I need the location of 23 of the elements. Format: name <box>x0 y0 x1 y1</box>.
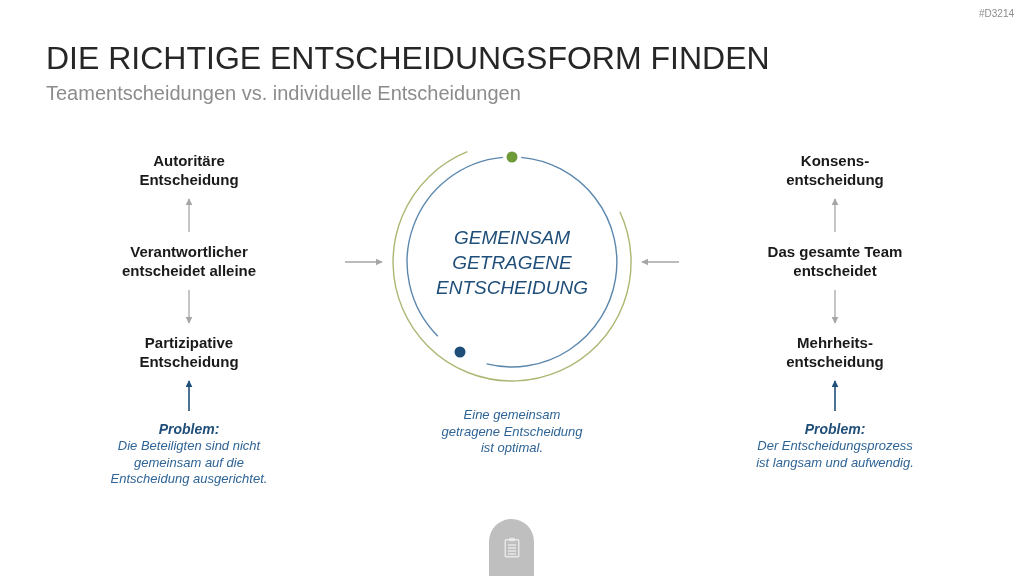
problem-text: Die Beteiligten sind nicht gemeinsam auf die Entscheidung ausgerichtet. <box>110 438 268 488</box>
step-label: Mehrheits- entscheidung <box>785 333 885 371</box>
document-code: #D3214 <box>978 8 1014 19</box>
ring-heading: GEMEINSAM GETRAGENE ENTSCHEIDUNG <box>435 225 589 300</box>
arrow <box>185 380 193 412</box>
step-label: Autoritäre Entscheidung <box>138 151 240 189</box>
arrow <box>831 198 839 233</box>
arrow <box>831 289 839 324</box>
arrow <box>185 198 193 233</box>
ring-caption: Eine gemeinsam getragene Entscheidung ist optimal. <box>441 407 583 457</box>
problem-heading: Problem: <box>804 421 866 438</box>
slide-title: DIE RICHTIGE ENTSCHEIDUNGSFORM FINDEN <box>46 42 770 74</box>
step-label: Konsens- entscheidung <box>785 151 885 189</box>
step-label: Verantwortlicher entscheidet alleine <box>121 242 257 280</box>
step-label: Das gesamte Team entscheidet <box>767 242 903 280</box>
slide-subtitle: Teamentscheidungen vs. individuelle Entscheidungen <box>46 83 521 103</box>
step-label: Partizipative Entscheidung <box>138 333 240 371</box>
arrow <box>641 258 680 266</box>
arrow <box>185 289 193 324</box>
problem-text: Der Entscheidungsprozess ist langsam und aufwendig. <box>755 438 915 471</box>
arrow <box>831 380 839 412</box>
problem-heading: Problem: <box>158 421 220 438</box>
arrow <box>344 258 383 266</box>
